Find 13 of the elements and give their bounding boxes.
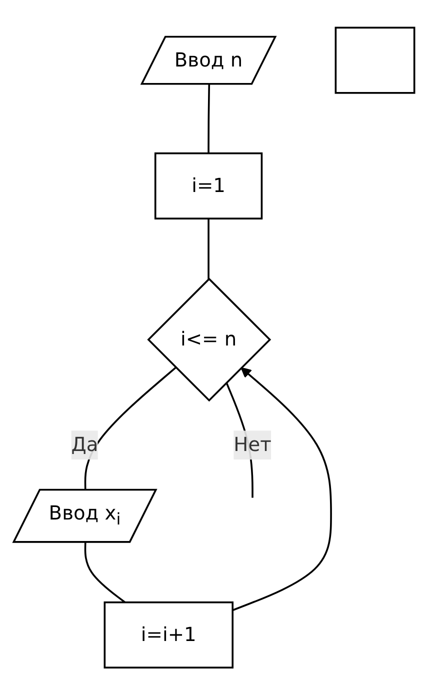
process-box [334,26,416,94]
connector-line [208,218,210,279]
input-parallelogram: Ввод x$_{i}$ [12,488,158,543]
connector-line [232,367,332,611]
connector-line [84,542,126,603]
process-box: i=i+1 [104,601,234,668]
connector-line [84,366,176,490]
process-box: i=1 [154,152,263,220]
decision-diamond: i<= n [147,278,272,402]
connector-line [208,84,210,154]
edge-label: Да [71,430,98,460]
edge-label: Нет [234,430,272,460]
input-parallelogram: Ввод n [140,36,277,85]
